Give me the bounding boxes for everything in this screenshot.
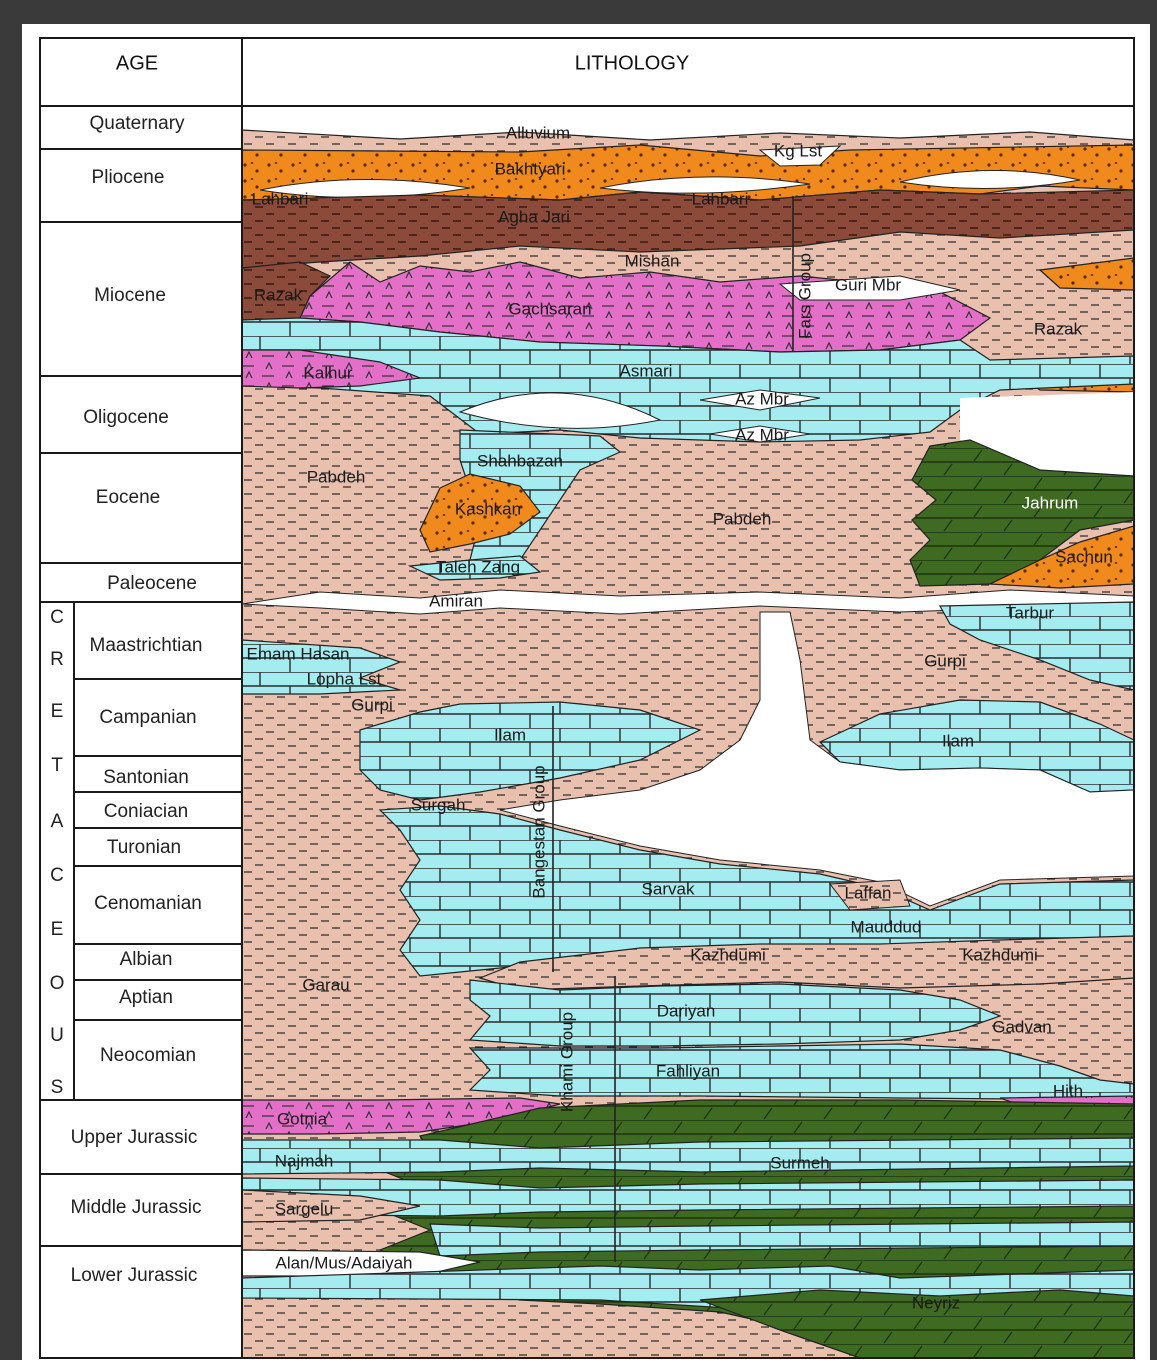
- age-santonian: Santonian: [103, 767, 189, 788]
- cretaceous-letter: E: [51, 701, 64, 722]
- label-sargelu: Sargelu: [275, 1199, 334, 1218]
- label-fahliyan: Fahliyan: [656, 1061, 720, 1080]
- label-najmah: Najmah: [275, 1151, 334, 1170]
- label-dariyan: Dariyan: [657, 1001, 716, 1020]
- label-alan-mus-adaiyah: Alan/Mus/Adaiyah: [275, 1253, 412, 1272]
- age-lower-jurassic: Lower Jurassic: [71, 1265, 198, 1286]
- age-turonian: Turonian: [107, 837, 181, 858]
- cretaceous-letter: R: [50, 649, 64, 670]
- header-age: AGE: [116, 52, 158, 74]
- label-gotnia: Gotnia: [277, 1109, 328, 1128]
- label-ilam-right: Ilam: [942, 731, 974, 750]
- label-bangestan-group: Bangestan Group: [529, 765, 548, 898]
- label-pabdeh-center: Pabdeh: [713, 509, 772, 528]
- age-albian: Albian: [120, 949, 173, 970]
- header-lithology: LITHOLOGY: [575, 52, 689, 74]
- cretaceous-letter: U: [50, 1025, 64, 1046]
- label-emam-hasan: Emam Hasan: [247, 644, 350, 663]
- label-kashkan: Kashkan: [455, 499, 521, 518]
- label-khami-group: Khami Group: [557, 1012, 576, 1112]
- label-shahbazan: Shahbazan: [477, 451, 563, 470]
- label-lopha-lst: Lopha Lst: [307, 669, 382, 688]
- cretaceous-letter: T: [51, 755, 63, 776]
- label-amiran: Amiran: [429, 591, 483, 610]
- age-maastrichtian: Maastrichtian: [90, 635, 203, 656]
- label-agha-jari: Agha Jari: [498, 207, 570, 226]
- age-upper-jurassic: Upper Jurassic: [71, 1127, 198, 1148]
- label-lahbari-right: Lahbari: [692, 189, 749, 208]
- cretaceous-letter: O: [50, 973, 65, 994]
- label-mauddud: Mauddud: [851, 917, 922, 936]
- label-fars-group: Fars Group: [795, 253, 814, 339]
- label-kazhdumi-right: Kazhdumi: [962, 945, 1038, 964]
- label-razak-left: Razak: [254, 285, 303, 304]
- age-eocene: Eocene: [96, 487, 160, 508]
- label-taleh-zang: Taleh Zang: [436, 557, 520, 576]
- label-gurpi-right: Gurpi: [924, 651, 966, 670]
- label-az-mbr-1: Az Mbr: [735, 389, 789, 408]
- label-ilam-left: Ilam: [494, 725, 526, 744]
- age-paleocene: Paleocene: [107, 573, 197, 594]
- age-middle-jurassic: Middle Jurassic: [71, 1197, 202, 1218]
- age-campanian: Campanian: [99, 707, 196, 728]
- cretaceous-letter: C: [50, 607, 64, 628]
- age-quaternary: Quaternary: [89, 113, 185, 134]
- label-kazhdumi-center: Kazhdumi: [690, 945, 766, 964]
- label-garau: Garau: [302, 975, 349, 994]
- age-pliocene: Pliocene: [92, 167, 165, 188]
- label-surgah: Surgah: [411, 795, 466, 814]
- label-gadvan: Gadvan: [992, 1017, 1052, 1036]
- label-alluvium: Alluvium: [506, 123, 570, 142]
- label-surmeh: Surmeh: [770, 1153, 830, 1172]
- label-neyriz: Neyriz: [912, 1293, 960, 1312]
- label-hith: Hith: [1053, 1081, 1083, 1100]
- label-jahrum: Jahrum: [1022, 493, 1079, 512]
- age-cenomanian: Cenomanian: [94, 893, 202, 914]
- label-guri-mbr: Guri Mbr: [835, 275, 901, 294]
- label-asmari: Asmari: [620, 361, 673, 380]
- age-coniacian: Coniacian: [104, 801, 189, 822]
- lithology-panel: Alluvium Bakhtyari Kg Lst Lahbari Lahbar…: [242, 106, 1134, 1358]
- label-sarvak: Sarvak: [642, 879, 695, 898]
- label-razak-right: Razak: [1034, 319, 1083, 338]
- label-tarbur: Tarbur: [1006, 603, 1055, 622]
- label-kg-lst: Kg Lst: [774, 141, 822, 160]
- label-sachun: Sachun: [1055, 547, 1113, 566]
- cretaceous-letter: S: [51, 1077, 64, 1098]
- label-laffan: Laffan: [845, 883, 892, 902]
- cretaceous-letter: C: [50, 865, 64, 886]
- age-aptian: Aptian: [119, 987, 173, 1008]
- label-mishan: Mishan: [625, 251, 680, 270]
- label-pabdeh-left: Pabdeh: [307, 467, 366, 486]
- label-az-mbr-2: Az Mbr: [735, 425, 789, 444]
- label-gachsaran: Gachsaran: [508, 299, 591, 318]
- cretaceous-letter: E: [51, 919, 64, 940]
- age-neocomian: Neocomian: [100, 1045, 196, 1066]
- label-lahbari-left: Lahbari: [252, 189, 309, 208]
- label-gurpi-left: Gurpi: [351, 695, 393, 714]
- age-miocene: Miocene: [94, 285, 166, 306]
- label-bakhtyari: Bakhtyari: [495, 159, 566, 178]
- label-kalhur: Kalhur: [303, 363, 352, 382]
- age-oligocene: Oligocene: [83, 407, 169, 428]
- cretaceous-letter: A: [51, 811, 64, 832]
